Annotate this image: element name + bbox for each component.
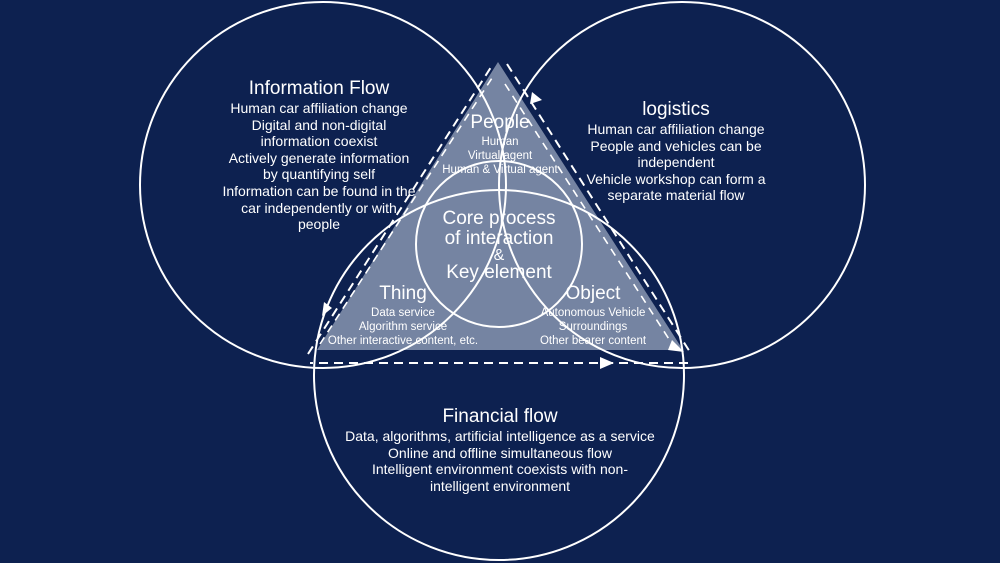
core-line: Core process: [442, 208, 556, 229]
core-circle: [415, 160, 583, 328]
information-flow-line: Human car affiliation change: [230, 100, 408, 117]
core-line: &: [493, 246, 505, 264]
object-title: Object: [565, 283, 621, 304]
financial-flow-title: Financial flow: [442, 406, 558, 427]
logistics-line: independent: [637, 154, 715, 171]
logistics-label: logistics Human car affiliation change P…: [576, 99, 776, 204]
thing-line: Data service: [371, 307, 435, 320]
information-flow-line: by quantifying self: [262, 166, 376, 183]
cycle-arrow-inner-left: [319, 77, 493, 345]
information-flow-line: Digital and non-digital: [251, 116, 387, 133]
financial-flow-line: Intelligent environment coexists with no…: [371, 461, 629, 478]
logistics-circle: [498, 1, 866, 369]
information-flow-line: people: [297, 216, 341, 233]
financial-flow-line: intelligent environment: [429, 477, 571, 494]
logistics-line: Vehicle workshop can form a: [586, 170, 766, 187]
thing-title: Thing: [379, 283, 427, 304]
logistics-line: separate material flow: [607, 187, 745, 204]
core-line: of interaction: [444, 227, 554, 249]
object-line: Autonomous Vehicle: [540, 307, 646, 320]
object-line: Other bearer content: [539, 334, 647, 347]
cycle-arrow-right-edge: [506, 63, 691, 353]
information-flow-line: information coexist: [260, 133, 378, 150]
cycle-arrow-left-edge: [307, 63, 494, 355]
thing-label: Thing Data service Algorithm service Oth…: [320, 283, 486, 348]
arrowhead-bottom: [600, 357, 614, 369]
financial-flow-line: Online and offline simultaneous flow: [388, 444, 612, 461]
financial-flow-label: Financial flow Data, algorithms, artific…: [330, 406, 670, 494]
core-label: Core process of interaction & Key elemen…: [424, 209, 574, 283]
object-label: Object Autonomous Vehicle Surroundings O…: [523, 283, 663, 348]
information-flow-title: Information Flow: [248, 78, 390, 99]
information-flow-line: Actively generate information: [228, 149, 410, 166]
cycle-arrow-inner-right: [504, 83, 677, 351]
information-flow-line: car independently or with: [241, 199, 397, 216]
arrowhead-bottom-right: [668, 340, 684, 352]
logistics-title: logistics: [642, 99, 710, 120]
information-flow-circle: [139, 1, 507, 369]
people-title: People: [470, 112, 530, 133]
thing-line: Other interactive content, etc.: [327, 334, 479, 347]
thing-line: Algorithm service: [358, 320, 448, 333]
people-label: People Human Virtual agent Human & Virtu…: [430, 112, 570, 177]
core-line: Key element: [446, 262, 552, 284]
people-line: Human: [481, 136, 519, 149]
financial-flow-line: Data, algorithms, artificial intelligenc…: [345, 428, 655, 445]
financial-flow-circle: [313, 189, 685, 561]
object-line: Surroundings: [558, 320, 628, 333]
logistics-line: Human car affiliation change: [587, 121, 765, 138]
people-line: Virtual agent: [467, 149, 533, 162]
information-flow-label: Information Flow Human car affiliation c…: [206, 78, 432, 233]
arrowhead-left: [322, 302, 332, 316]
arrowhead-right: [530, 92, 542, 104]
information-flow-line: Information can be found in the: [222, 182, 416, 199]
logistics-line: People and vehicles can be: [590, 137, 762, 154]
people-line: Human & Virtual agent: [442, 163, 558, 176]
